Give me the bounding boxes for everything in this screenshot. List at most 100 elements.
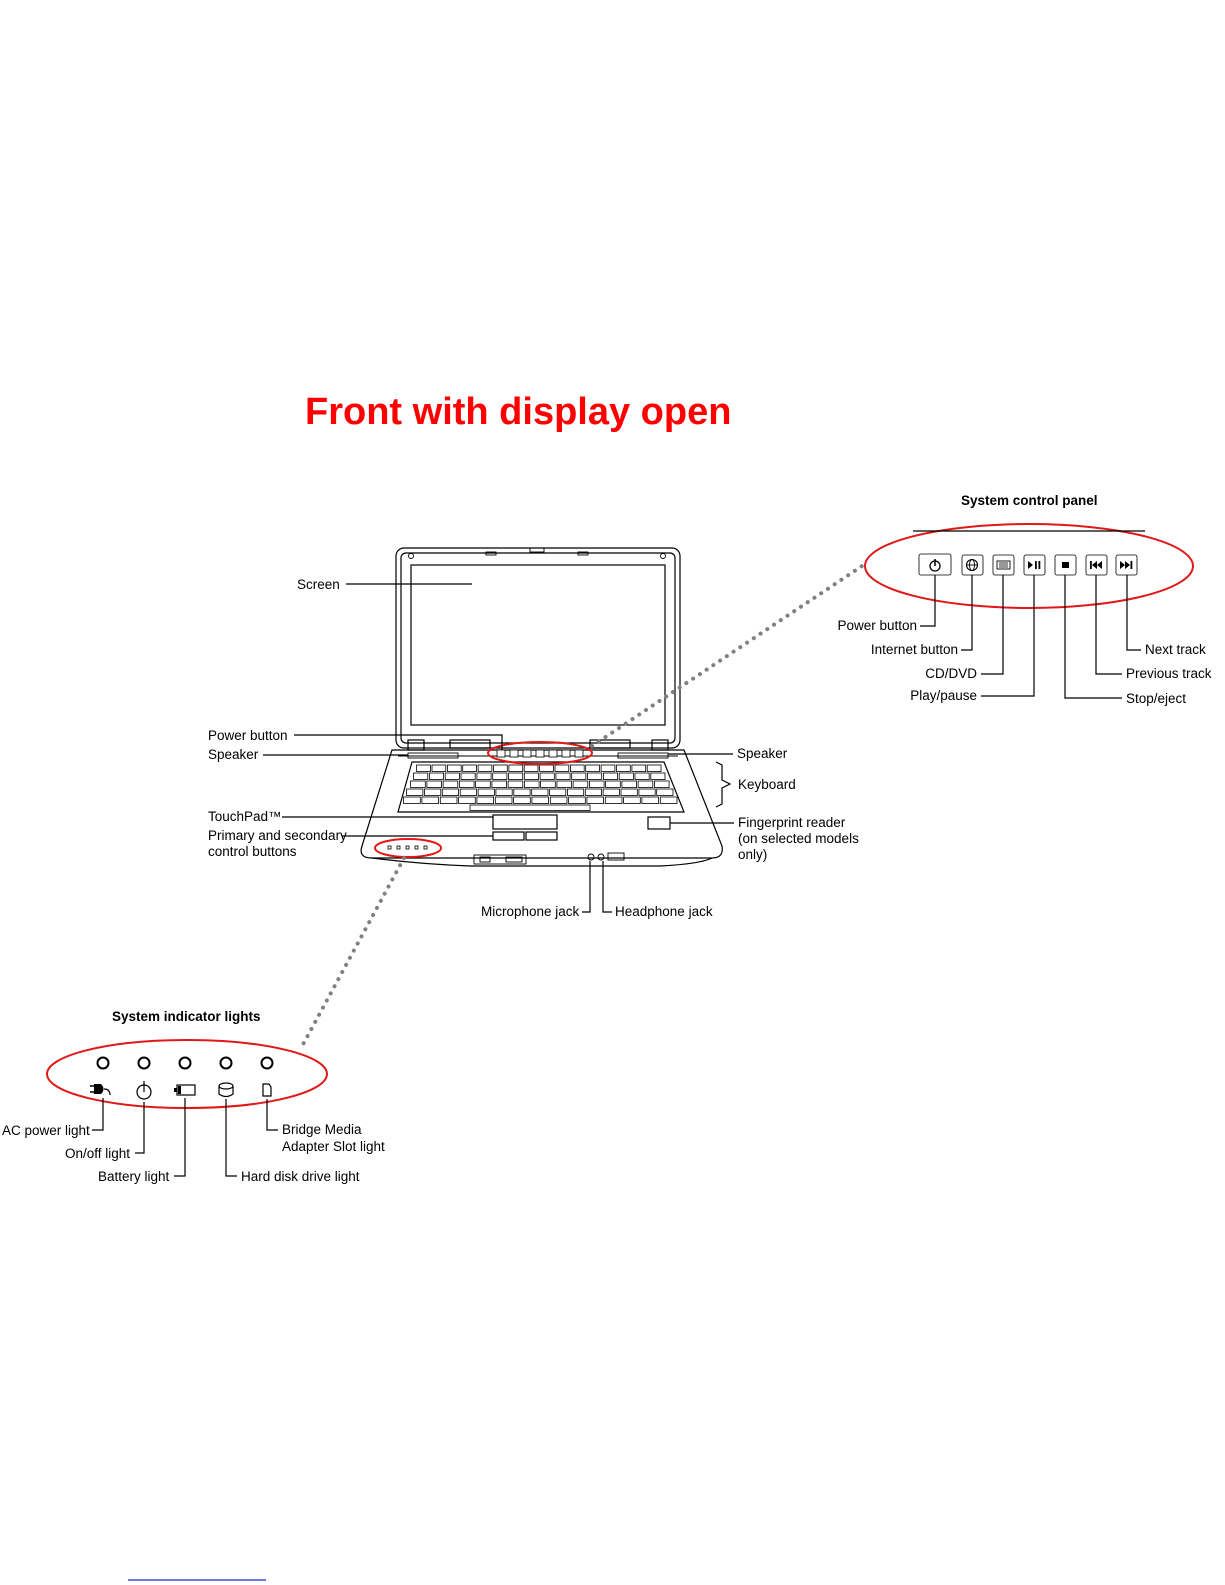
keyboard-key xyxy=(656,788,674,796)
label-fingerprint-line2: (on selected models xyxy=(738,831,859,846)
keyboard-key xyxy=(508,772,524,780)
touchpad-left-button xyxy=(492,831,525,841)
keyboard-key xyxy=(616,764,631,772)
keyboard-key xyxy=(421,796,439,804)
keyboard-key xyxy=(549,796,568,804)
keyboard-key xyxy=(507,780,524,788)
keyboard-key xyxy=(494,796,513,804)
power-icon xyxy=(136,1081,152,1100)
label-speaker-left: Speaker xyxy=(208,747,259,762)
keyboard-key xyxy=(623,796,641,804)
keyboard-key xyxy=(603,772,619,780)
keyboard-key xyxy=(631,764,647,772)
keyboard-key xyxy=(444,772,460,780)
keyboard-key xyxy=(493,764,508,772)
keyboard-key xyxy=(508,764,524,772)
keyboard-key xyxy=(410,780,426,788)
keyboard-key xyxy=(634,772,650,780)
keyboard-key xyxy=(416,764,431,772)
keyboard-key xyxy=(570,764,585,772)
label-screen: Screen xyxy=(297,577,340,592)
microphone-port xyxy=(587,853,595,861)
next-track-icon xyxy=(1120,561,1133,569)
keyboard-key xyxy=(476,796,494,804)
label-panel-stop-eject: Stop/eject xyxy=(1126,691,1186,706)
keyboard-key xyxy=(637,780,654,788)
keyboard-key xyxy=(523,772,539,780)
keyboard-spacebar xyxy=(469,804,591,811)
label-bridge-media-line2: Adapter Slot light xyxy=(282,1139,385,1154)
panel-cd-dvd-button xyxy=(992,554,1015,576)
label-control-buttons-line2: control buttons xyxy=(208,844,297,859)
indicator-panel-heading: System indicator lights xyxy=(112,1009,261,1024)
keyboard-key xyxy=(602,788,620,796)
screen-panel xyxy=(410,564,666,726)
keyboard-key xyxy=(621,780,638,788)
label-touchpad: TouchPad™ xyxy=(208,809,282,824)
keyboard-key xyxy=(476,772,492,780)
label-keyboard: Keyboard xyxy=(738,777,796,792)
keyboard-key xyxy=(475,780,491,788)
label-microphone-jack: Microphone jack xyxy=(481,904,580,919)
keyboard-key xyxy=(654,780,670,788)
keyboard-key xyxy=(523,764,539,772)
system-indicator-lights: System indicator lights xyxy=(2,1009,385,1184)
keyboard-key xyxy=(554,764,570,772)
label-panel-play-pause: Play/pause xyxy=(910,688,977,703)
keyboard-key xyxy=(428,772,444,780)
system-control-panel: System control panel xyxy=(837,493,1211,706)
label-speaker-right: Speaker xyxy=(737,746,788,761)
laptop-labels: Screen Power button Speaker Speaker Keyb… xyxy=(208,577,859,919)
label-panel-power-button: Power button xyxy=(837,618,917,633)
keyboard-key xyxy=(568,796,586,804)
speaker-right-grille xyxy=(617,752,669,759)
keyboard-key xyxy=(477,788,495,796)
keyboard-key xyxy=(646,764,662,772)
keyboard-key xyxy=(460,772,476,780)
keyboard-key xyxy=(413,772,429,780)
speaker-left-grille xyxy=(407,752,459,759)
keyboard-key xyxy=(462,764,477,772)
keyboard-key xyxy=(459,788,477,796)
indicator-connector xyxy=(298,856,406,1052)
keyboard-key xyxy=(584,788,602,796)
keyboard-key xyxy=(539,764,554,772)
keyboard-key xyxy=(638,788,656,796)
label-headphone-jack: Headphone jack xyxy=(615,904,713,919)
laptop-control-strip xyxy=(496,749,584,758)
panel-previous-track-button xyxy=(1085,554,1108,576)
keyboard-key xyxy=(406,788,424,796)
panel-next-track-button xyxy=(1115,554,1138,576)
label-battery-light: Battery light xyxy=(98,1169,170,1184)
keyboard-key xyxy=(641,796,660,804)
control-panel-connector xyxy=(590,564,864,748)
stop-icon xyxy=(1062,562,1069,568)
keyboard-key xyxy=(431,764,447,772)
hard-disk-icon xyxy=(218,1082,234,1098)
label-bridge-media-line1: Bridge Media xyxy=(282,1122,362,1137)
keyboard-area xyxy=(397,761,685,813)
label-hard-disk-light: Hard disk drive light xyxy=(241,1169,360,1184)
label-panel-previous-track: Previous track xyxy=(1126,666,1212,681)
keyboard-key xyxy=(403,796,421,804)
laptop-indicator-dots xyxy=(387,845,428,850)
keyboard-key xyxy=(600,764,616,772)
keyboard-key xyxy=(531,796,550,804)
keyboard-key xyxy=(540,780,556,788)
control-panel-heading: System control panel xyxy=(961,493,1098,508)
keyboard-key xyxy=(549,788,567,796)
memory-card-icon xyxy=(262,1083,272,1097)
indicator-panel-ellipse xyxy=(46,1039,328,1109)
panel-play-pause-button xyxy=(1023,554,1046,576)
keyboard-key xyxy=(555,772,571,780)
keyboard-key xyxy=(477,764,493,772)
play-pause-icon xyxy=(1028,561,1041,569)
label-power-button: Power button xyxy=(208,728,288,743)
keyboard-key xyxy=(659,796,678,804)
keyboard-key xyxy=(513,788,531,796)
keyboard-key xyxy=(620,788,638,796)
keyboard-key xyxy=(618,772,634,780)
keyboard-key xyxy=(531,788,549,796)
internet-icon xyxy=(965,558,979,572)
